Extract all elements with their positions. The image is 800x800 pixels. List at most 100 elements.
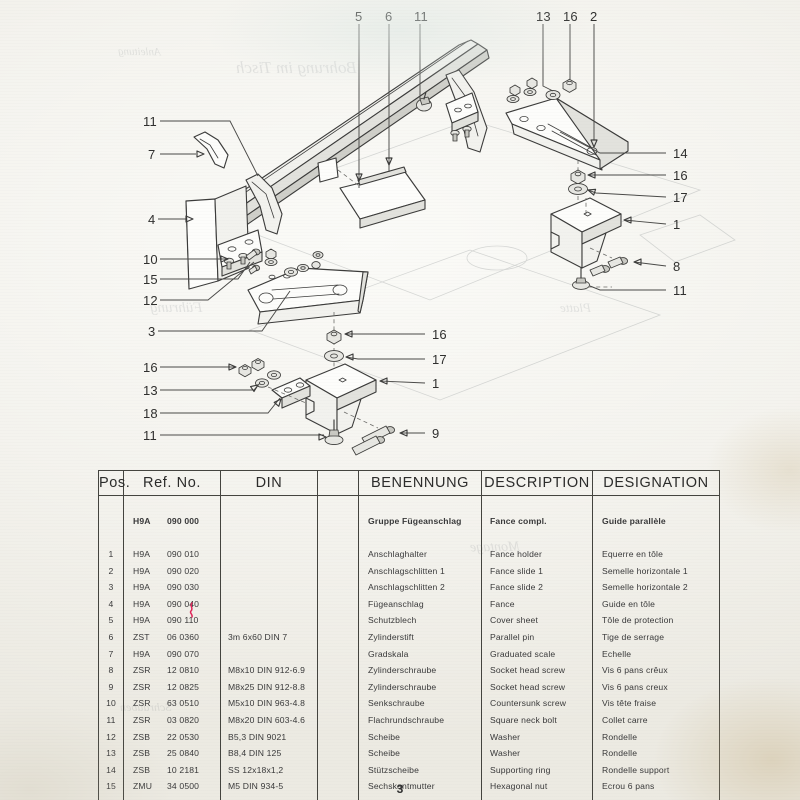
cell-blank [317,545,359,563]
callout-16-right: 16 [673,168,688,183]
header-benennung: BENENNUNG [358,470,482,496]
cell-din [220,512,318,530]
cell-description: Square neck bolt [481,711,593,729]
cell-designation: Guide parallèle [592,512,720,530]
washer-12 [284,267,298,277]
cell-benennung: Anschlagschlitten 1 [358,562,482,579]
cell-benennung: Scheibe [358,728,482,745]
cell-benennung: Flachrundschraube [358,711,482,729]
cell-blank [317,578,359,596]
cell-designation: Rondelle support [592,761,720,779]
table-header-row: Pos. Ref. No. DIN BENENNUNG DESCRIPTION … [98,470,720,496]
washer-center-17 [324,350,344,362]
washer-13 [545,89,561,101]
cell-benennung: Zylinderschraube [358,678,482,696]
cell-description: Washer [481,744,593,762]
cell-description: Fance holder [481,545,593,563]
header-designation: DESIGNATION [592,470,720,496]
cell-designation: Vis tête fraise [592,695,720,712]
cell-din [220,562,318,579]
socket-head-screws-part-9 [343,411,396,456]
cell-pos: 6 [98,628,124,646]
cell-benennung: Schutzblech [358,612,482,629]
callout-7: 7 [148,147,156,162]
cell-pos: 10 [98,695,124,712]
fence-holder-part-1-right [550,197,622,269]
callout-2: 2 [590,9,598,24]
cell-description: Countersunk screw [481,695,593,712]
cell-benennung: Senkschraube [358,695,482,712]
cell-designation: Rondelle [592,728,720,745]
cell-benennung: Zylinderstift [358,628,482,646]
page-number: 3 [396,782,404,796]
header-blank [317,470,359,496]
callout-5: 5 [355,9,363,24]
cell-description: Socket head screw [481,678,593,696]
square-neck-bolt-bottom-11 [324,419,344,446]
header-din: DIN [220,470,318,496]
cell-din [220,595,318,613]
cell-blank [317,612,359,629]
callout-13-top: 13 [536,9,551,24]
cell-designation: Rondelle [592,744,720,762]
callout-17-mid: 17 [432,352,447,367]
callout-11-left-lower: 11 [143,428,157,443]
hex-nut-16a [238,364,252,378]
table-spacer-row [98,529,720,546]
cover-sheet-part-5 [339,171,426,229]
cell-blank [317,628,359,646]
cell-pos: 2 [98,562,124,579]
callout-9: 9 [432,426,440,441]
callout-16-left: 16 [143,360,158,375]
fence-slide-1-part-2 [505,97,629,171]
callout-15: 15 [143,272,158,287]
cell-pos [98,512,124,530]
cell-blank [317,728,359,745]
callout-16-mid: 16 [432,327,447,342]
cell-benennung: Scheibe [358,744,482,762]
hex-nut [265,248,277,261]
cell-pos: 4 [98,595,124,613]
cell-description: Supporting ring [481,761,593,779]
cell-din: B5,3 DIN 9021 [220,728,318,745]
table-spacer-row [98,495,720,513]
cell-din: M8x20 DIN 603-4.6 [220,711,318,729]
callout-4: 4 [148,212,156,227]
cell-din [220,545,318,563]
screw-15b [248,264,261,275]
parts-list-table-wrapper: Pos. Ref. No. DIN BENENNUNG DESCRIPTION … [98,470,720,800]
cell-blank [317,562,359,579]
exploded-assembly-drawing: .ln { fill:none; stroke:#3c3c3b; stroke-… [158,24,736,456]
callout-17-right: 17 [673,190,688,205]
header-ref-no: Ref. No. [123,470,221,496]
callout-14: 14 [673,146,688,161]
cell-blank [317,695,359,712]
cell-din: M8x10 DIN 912-6.9 [220,661,318,679]
hex-nut-16 [562,78,577,93]
cell-designation: Semelle horizontale 1 [592,562,720,579]
hex-nut-16b [251,358,265,372]
cell-benennung: Anschlagschlitten 2 [358,578,482,596]
hex-nut [526,77,538,90]
cell-benennung: Fügeanschlag [358,595,482,613]
hex-nut-center-16 [326,329,342,345]
hex-nut [509,84,521,97]
cell-pos: 3 [98,578,124,596]
washer-right-17 [568,183,588,195]
